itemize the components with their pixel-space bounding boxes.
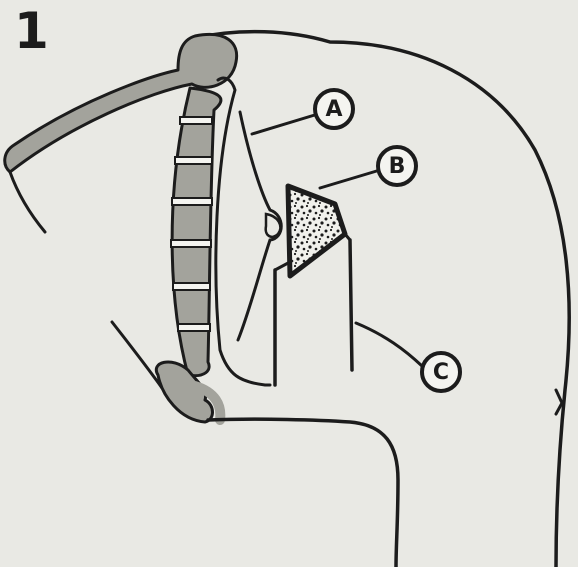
panel-number: 1 xyxy=(14,6,49,56)
speckled-cap-b xyxy=(288,186,345,276)
outer-body-lower-right-notch xyxy=(556,390,562,414)
callout-c-label: C xyxy=(433,360,449,385)
segmented-column xyxy=(172,88,221,376)
callout-a: A xyxy=(313,88,355,130)
left-outline-lower xyxy=(112,322,162,388)
callout-b: B xyxy=(376,145,418,187)
left-outline-upper xyxy=(10,172,45,232)
callout-a-label: A xyxy=(325,97,342,122)
leader-line-b xyxy=(320,170,380,188)
leader-line-a xyxy=(252,114,318,134)
callout-b-label: B xyxy=(389,154,406,179)
leader-line-c xyxy=(356,323,422,366)
inner-cavity-bottom xyxy=(208,419,398,567)
tube-c xyxy=(275,240,352,385)
callout-c: C xyxy=(420,351,462,393)
